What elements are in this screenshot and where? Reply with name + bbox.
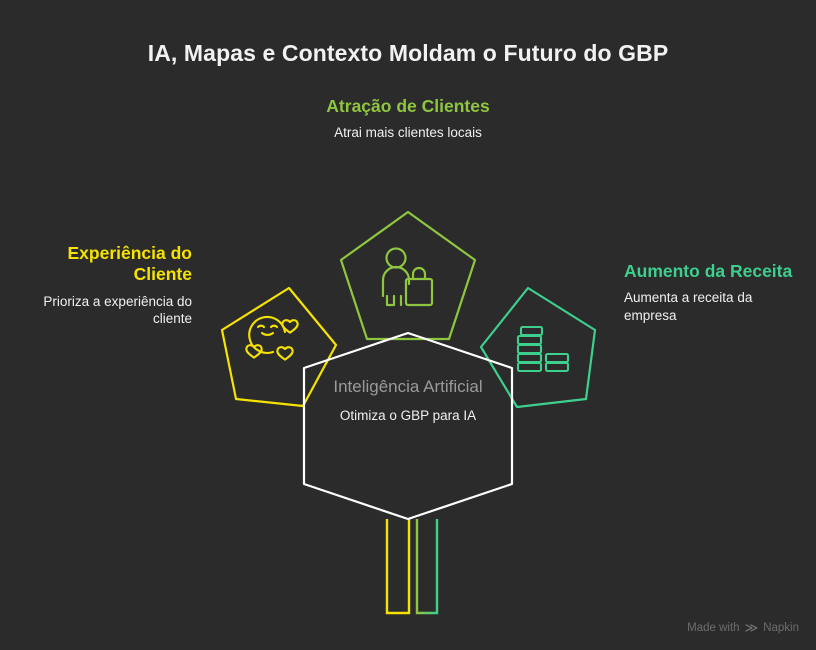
coins-stack-icon: [516, 325, 570, 373]
node-hub[interactable]: [302, 331, 514, 521]
watermark-prefix: Made with: [687, 621, 740, 634]
hub-description: Otimiza o GBP para IA: [339, 407, 477, 423]
page-title: IA, Mapas e Contexto Moldam o Futuro do …: [147, 40, 669, 66]
node-attraction[interactable]: [339, 210, 477, 341]
connector-experience: [385, 519, 411, 615]
revenue-pentagon-shape: [479, 286, 597, 409]
node-revenue[interactable]: [479, 286, 597, 409]
napkin-logo-icon: ≫: [744, 620, 759, 635]
person-shopping-bag-icon: [381, 247, 434, 307]
connector-lines: [385, 519, 439, 615]
label-attraction: Atração de Clientes Atrai mais clientes …: [308, 96, 508, 142]
label-revenue: Aumento da Receita Aumenta a receita da …: [624, 261, 802, 324]
hub-hexagon-shape: [302, 331, 514, 521]
experience-pentagon-shape: [220, 286, 338, 408]
smiling-face-hearts-icon: [245, 315, 299, 361]
experience-heading: Experiência do Cliente: [67, 243, 193, 285]
attraction-description: Atrai mais clientes locais: [334, 125, 482, 141]
watermark-brand: Napkin: [763, 621, 799, 634]
label-hub: Inteligência Artificial Otimiza o GBP pa…: [306, 377, 510, 424]
attraction-heading: Atração de Clientes: [326, 96, 490, 116]
revenue-heading: Aumento da Receita: [624, 261, 793, 281]
hub-heading: Inteligência Artificial: [333, 377, 483, 396]
napkin-watermark: Made with ≫ Napkin: [687, 621, 799, 634]
node-experience[interactable]: [220, 286, 338, 408]
connector-attraction-revenue: [415, 519, 439, 615]
experience-description: Prioriza a experiência do cliente: [43, 293, 192, 326]
attraction-pentagon-shape: [339, 210, 477, 341]
revenue-description: Aumenta a receita da empresa: [624, 290, 753, 323]
label-experience: Experiência do Cliente Prioriza a experi…: [20, 243, 192, 327]
